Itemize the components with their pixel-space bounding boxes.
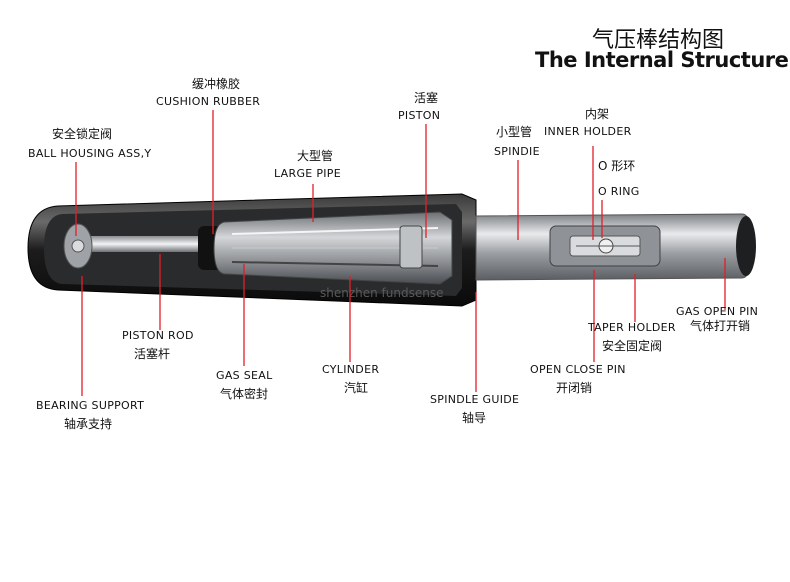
leader-lines (75, 110, 726, 396)
label-open-close-pin-zh: 开闭销 (556, 381, 593, 395)
label-large-pipe-zh: 大型管 (297, 149, 334, 163)
label-large-pipe-en: LARGE PIPE (274, 167, 341, 180)
label-spindle-guide-en: SPINDLE GUIDE (430, 393, 520, 406)
spindle-end (736, 216, 756, 276)
label-cylinder-zh: 汽缸 (344, 381, 369, 395)
label-piston-en: PISTON (398, 109, 441, 122)
label-spindle-en: SPINDIE (494, 145, 540, 158)
label-o-ring-zh: O 形环 (598, 159, 636, 173)
label-gas-open-pin-zh: 气体打开销 (690, 319, 751, 333)
label-ball-housing-en: BALL HOUSING ASS,Y (28, 147, 152, 160)
label-piston-rod-en: PISTON ROD (122, 329, 194, 342)
title-english: The Internal Structure (535, 48, 789, 72)
label-taper-holder-en: TAPER HOLDER (588, 321, 676, 334)
label-piston-zh: 活塞 (414, 91, 439, 105)
label-gas-seal-en: GAS SEAL (216, 369, 273, 382)
label-ball-housing-zh: 安全锁定阀 (52, 127, 113, 141)
watermark-text: shenzhen fundsense (320, 286, 443, 300)
label-cushion-rubber-en: CUSHION RUBBER (156, 95, 261, 108)
label-taper-holder-zh: 安全固定阀 (602, 339, 663, 353)
label-bearing-support-zh: 轴承支持 (64, 417, 113, 431)
piston-part (399, 225, 423, 269)
label-spindle-zh: 小型管 (496, 125, 533, 139)
label-cylinder-en: CYLINDER (322, 363, 380, 376)
label-open-close-pin-en: OPEN CLOSE PIN (530, 363, 626, 376)
title-chinese: 气压棒结构图 (592, 28, 725, 53)
label-gas-seal-zh: 气体密封 (220, 387, 269, 401)
label-piston-rod-zh: 活塞杆 (134, 347, 171, 361)
label-spindle-guide-zh: 轴导 (462, 411, 487, 425)
label-bearing-support-en: BEARING SUPPORT (36, 399, 145, 412)
label-inner-holder-zh: 内架 (585, 107, 610, 121)
label-o-ring-en: O RING (598, 185, 640, 198)
label-cushion-rubber-zh: 缓冲橡胶 (192, 77, 241, 91)
label-gas-open-pin-en: GAS OPEN PIN (676, 305, 759, 318)
label-inner-holder-en: INNER HOLDER (544, 125, 632, 138)
